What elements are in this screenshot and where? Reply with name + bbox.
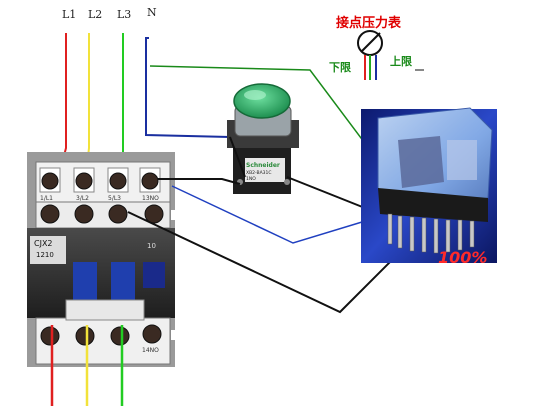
wire-n	[145, 37, 231, 138]
load-wires	[50, 325, 124, 406]
terminal-label-3: 3/L2	[76, 195, 89, 202]
gauge-lower-limit: 下限	[329, 60, 351, 74]
label-l2: L2	[88, 8, 102, 21]
gauge-title: 接点压力表	[336, 15, 402, 31]
button-label-line1: XB2-BA31C	[246, 170, 272, 176]
terminal-screw-4	[75, 326, 95, 346]
contactor-aux-tab-top	[171, 210, 181, 220]
gauge-needle	[361, 32, 381, 52]
label-l3: L3	[117, 8, 131, 21]
control-wires	[127, 136, 401, 314]
terminal-screw-13	[141, 172, 159, 190]
button-cap	[233, 83, 291, 119]
terminal-screw-1	[41, 172, 59, 190]
relay-base	[378, 188, 488, 222]
terminal-label-5: 5/L3	[108, 195, 121, 202]
contactor-mid-screws	[40, 204, 164, 224]
wire-contactor13-to-button	[158, 178, 241, 185]
contactor-aux-mark: 10	[147, 242, 156, 250]
contactor-bottom-tab	[65, 299, 145, 321]
intermediate-relay: 100%	[361, 107, 497, 267]
contactor-model-line1: CJX2	[34, 239, 53, 248]
label-n: N	[147, 6, 157, 19]
terminal-label-13: 13NO	[142, 195, 159, 202]
push-button: Schneider XB2-BA31C 1NO	[227, 83, 299, 194]
label-l1: L1	[62, 8, 76, 21]
contactor-blue-window-2	[111, 262, 135, 300]
contact-pressure-gauge: 接点压力表 下限 上限	[329, 15, 424, 80]
gauge-upper-limit: 上限	[390, 54, 412, 68]
contactor-blue-window-1	[73, 262, 97, 300]
contactor-aux-window	[143, 262, 165, 288]
button-label-plate	[245, 158, 285, 182]
contactor-model-line2: 1210	[36, 251, 54, 259]
terminal-screw-2	[40, 326, 60, 346]
relay-contacts	[447, 140, 477, 180]
relay-coil	[398, 136, 444, 188]
supply-line-labels: L1 L2 L3 N	[62, 6, 157, 21]
contactor: CJX2 1210 10 1/L1 3/L2 5/L3 13NO	[27, 152, 181, 367]
button-screw-right	[284, 179, 290, 185]
button-label-line2: 1NO	[246, 176, 256, 182]
terminal-screw-6	[110, 326, 130, 346]
wire-n-to-button	[229, 136, 246, 178]
terminal-label-14: 14NO	[142, 347, 159, 354]
wire-button-to-relay	[286, 176, 376, 213]
relay-watermark: 100%	[438, 248, 487, 267]
contactor-top-terminals: 1/L1 3/L2 5/L3 13NO	[39, 167, 161, 202]
terminal-screw-3	[75, 172, 93, 190]
wire-contactor-coil-to-relay	[127, 211, 401, 314]
contactor-bottom-terminals: 14NO	[40, 324, 162, 354]
button-cap-highlight	[244, 90, 266, 100]
wire-contactor-to-relay-blue	[171, 185, 363, 244]
button-brand: Schneider	[246, 162, 280, 169]
terminal-label-1: 1/L1	[40, 195, 53, 202]
contactor-aux-tab-bottom	[171, 330, 181, 340]
contactor-label-plate	[30, 236, 66, 264]
terminal-screw-5	[109, 172, 127, 190]
terminal-screw-14	[142, 324, 162, 344]
relay-pins	[387, 213, 475, 254]
